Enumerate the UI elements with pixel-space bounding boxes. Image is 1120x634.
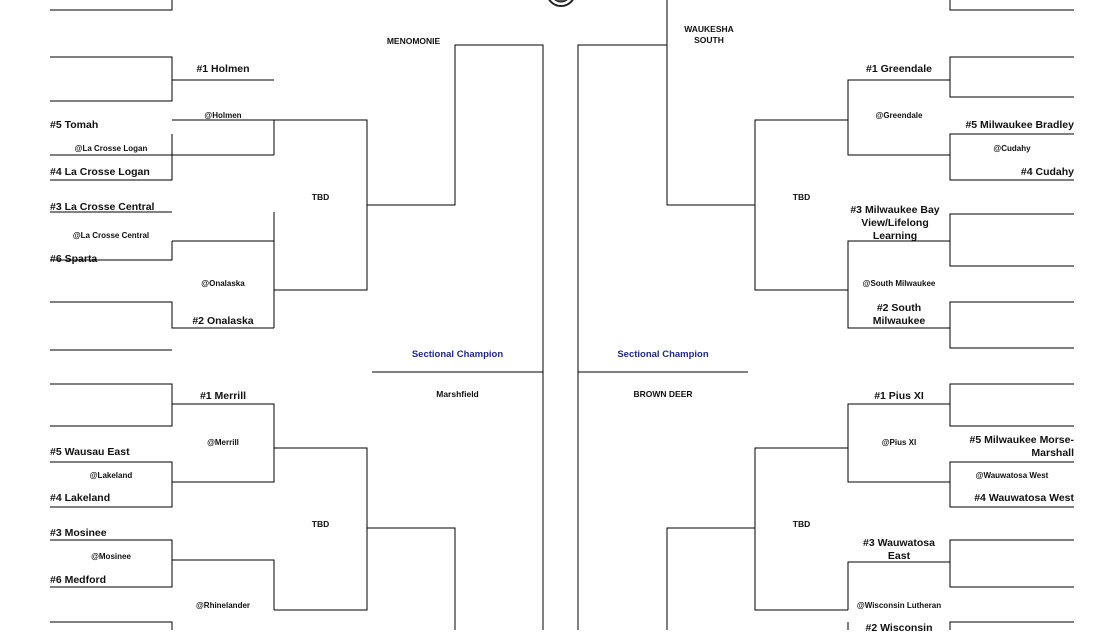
venue-la-crosse-central: @La Crosse Central <box>72 231 150 240</box>
venue-wauwatosa-west: @Wauwatosa West <box>975 471 1049 480</box>
team-bay-view-line2: View/Lifelong <box>861 217 929 229</box>
winner-waukesha-south-line2: SOUTH <box>694 35 724 45</box>
team-wauwatosa-east-line2: East <box>887 550 911 562</box>
team-tomah: #5 Tomah <box>50 119 99 131</box>
winner-menomonie: MENOMONIE <box>386 36 441 46</box>
team-la-crosse-central: #3 La Crosse Central <box>50 201 155 213</box>
team-merrill: #1 Merrill <box>199 390 247 402</box>
sectional-champion-label-left: Sectional Champion <box>411 349 504 360</box>
team-la-crosse-logan: #4 La Crosse Logan <box>50 166 150 178</box>
venue-holmen: @Holmen <box>204 111 242 120</box>
team-south-milwaukee-line2: Milwaukee <box>872 315 926 327</box>
team-bay-view-line1: #3 Milwaukee Bay <box>850 204 940 216</box>
venue-wisconsin-lutheran: @Wisconsin Lutheran <box>856 601 942 610</box>
team-south-milwaukee-line1: #2 South <box>876 302 922 314</box>
sectional-champion-right: BROWN DEER <box>633 389 693 399</box>
venue-onalaska: @Onalaska <box>201 279 245 288</box>
team-wisconsin-lutheran-partial: #2 Wisconsin <box>865 622 933 634</box>
tbd-left-bottom: TBD <box>311 519 330 529</box>
team-greendale: #1 Greendale <box>866 63 932 75</box>
wiaa-seal-icon <box>548 0 574 7</box>
venue-south-milwaukee: @South Milwaukee <box>862 279 936 288</box>
team-milwaukee-morse-line2: Marshall <box>1031 447 1074 459</box>
venue-rhinelander: @Rhinelander <box>195 601 251 610</box>
team-bay-view-line3: Learning <box>872 230 918 242</box>
tbd-left-top: TBD <box>311 192 330 202</box>
venue-la-crosse-logan: @La Crosse Logan <box>74 144 148 153</box>
team-onalaska: #2 Onalaska <box>192 315 254 327</box>
team-wauwatosa-west: #4 Wauwatosa West <box>974 492 1074 504</box>
team-holmen: #1 Holmen <box>196 63 250 75</box>
team-milwaukee-morse-line1: #5 Milwaukee Morse- <box>969 434 1074 446</box>
venue-merrill: @Merrill <box>207 438 239 447</box>
tbd-right-bottom: TBD <box>792 519 811 529</box>
team-pius-xi: #1 Pius XI <box>874 390 924 402</box>
team-cudahy: #4 Cudahy <box>1020 166 1074 178</box>
venue-greendale: @Greendale <box>875 111 923 120</box>
venue-pius-xi: @Pius XI <box>881 438 917 447</box>
sectional-champion-left: Marshfield <box>436 389 479 399</box>
team-wauwatosa-east-line1: #3 Wauwatosa <box>863 537 935 549</box>
team-milwaukee-bradley: #5 Milwaukee Bradley <box>965 119 1074 131</box>
tbd-right-top: TBD <box>792 192 811 202</box>
team-lakeland: #4 Lakeland <box>50 492 111 504</box>
team-sparta: #6 Sparta <box>50 253 98 265</box>
team-medford: #6 Medford <box>50 574 107 586</box>
venue-mosinee: @Mosinee <box>91 552 131 561</box>
winner-waukesha-south-line1: WAUKESHA <box>684 24 734 34</box>
venue-lakeland: @Lakeland <box>89 471 133 480</box>
venue-cudahy: @Cudahy <box>993 144 1031 153</box>
sectional-champion-label-right: Sectional Champion <box>617 349 709 360</box>
team-wausau-east: #5 Wausau East <box>50 446 130 458</box>
team-mosinee: #3 Mosinee <box>50 527 107 539</box>
